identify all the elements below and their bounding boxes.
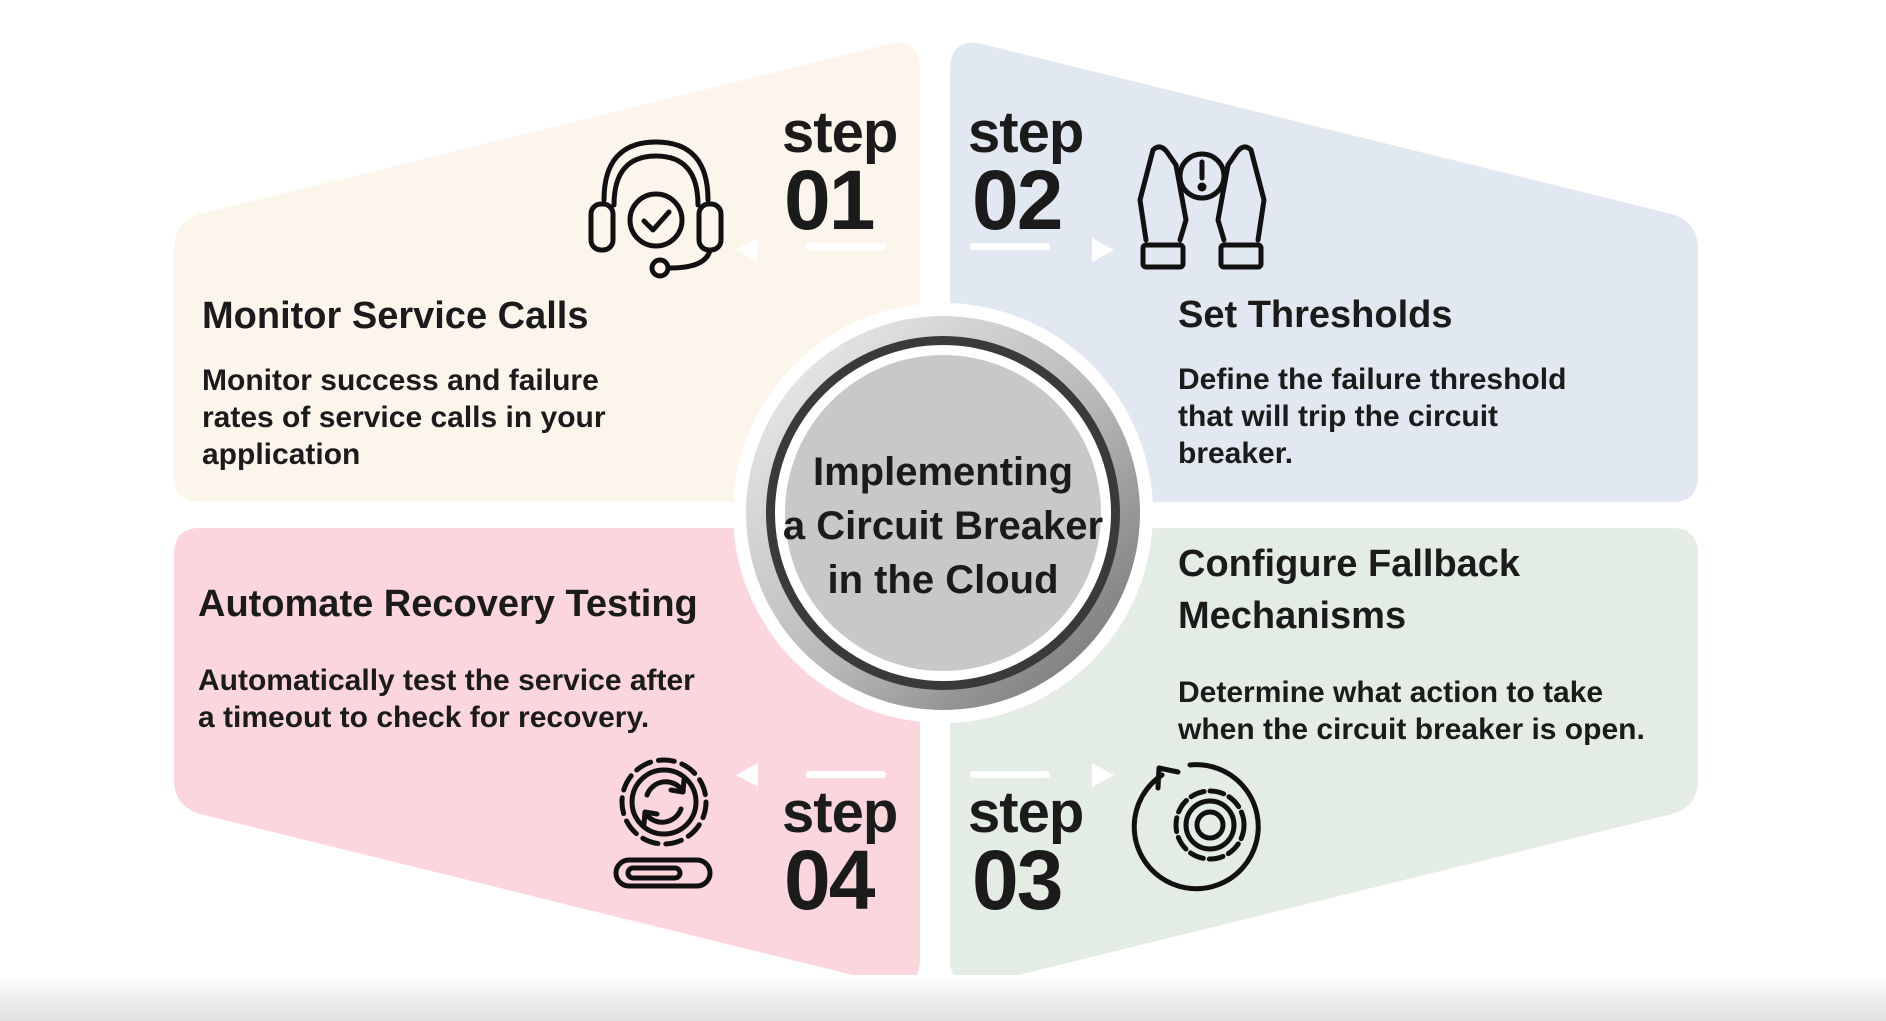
step-04-title: Automate Recovery Testing bbox=[198, 583, 698, 625]
gear-sync-progress-icon bbox=[613, 757, 713, 889]
card-step-01-panel bbox=[174, 42, 920, 503]
card-step-02-panel bbox=[950, 42, 1698, 503]
card-step-04-panel bbox=[174, 528, 920, 986]
hands-alert-icon bbox=[1137, 144, 1267, 270]
step-02-description: Define the failure threshold that will t… bbox=[1178, 361, 1566, 472]
gear-refresh-icon bbox=[1131, 762, 1261, 892]
step-02-description-line: breaker. bbox=[1178, 437, 1294, 470]
step-03-description-line: when the circuit breaker is open. bbox=[1178, 713, 1645, 746]
card-step-03-panel bbox=[950, 528, 1698, 986]
center-title-line: a Circuit Breaker bbox=[782, 504, 1104, 548]
step-01-title: Monitor Service Calls bbox=[202, 295, 589, 337]
step-01-label: step bbox=[782, 100, 898, 165]
step-02-description-line: that will trip the circuit bbox=[1178, 400, 1499, 433]
step-01-arrow-icon bbox=[736, 238, 758, 262]
step-01-description-line: application bbox=[202, 438, 361, 471]
step-04-number: 04 bbox=[784, 833, 875, 927]
step-04-arrow-icon bbox=[736, 763, 758, 787]
headset-check-icon bbox=[588, 139, 724, 279]
center-title: Implementing a Circuit Breaker in the Cl… bbox=[768, 445, 1118, 607]
step-02-title: Set Thresholds bbox=[1178, 294, 1453, 336]
step-01-underline bbox=[806, 243, 886, 250]
step-04-label: step bbox=[782, 780, 898, 845]
step-04-underline bbox=[806, 771, 886, 778]
bottom-shade bbox=[0, 975, 1886, 1021]
step-03-label: step bbox=[968, 780, 1084, 845]
step-01-number: 01 bbox=[784, 153, 875, 247]
center-title-line: Implementing bbox=[812, 450, 1074, 494]
step-02-arrow-icon bbox=[1092, 238, 1114, 262]
step-04-description-line: Automatically test the service after bbox=[198, 664, 695, 697]
step-03-title: Configure Fallback Mechanisms bbox=[1178, 538, 1520, 642]
step-02-label: step bbox=[968, 100, 1084, 165]
step-03-title-line: Configure Fallback bbox=[1178, 543, 1521, 585]
step-01-description-line: rates of service calls in your bbox=[202, 401, 606, 434]
center-disc bbox=[785, 355, 1101, 671]
step-02-underline bbox=[970, 243, 1050, 250]
step-01-description: Monitor success and failure rates of ser… bbox=[202, 362, 606, 473]
step-02-description-line: Define the failure threshold bbox=[1178, 363, 1567, 396]
step-01-description-line: Monitor success and failure bbox=[202, 364, 599, 397]
step-03-description: Determine what action to take when the c… bbox=[1178, 674, 1645, 748]
step-03-title-line: Mechanisms bbox=[1178, 595, 1407, 637]
step-04-description-line: a timeout to check for recovery. bbox=[198, 701, 650, 734]
step-02-number: 02 bbox=[972, 153, 1063, 247]
step-03-description-line: Determine what action to take bbox=[1178, 676, 1604, 709]
center-title-line: in the Cloud bbox=[827, 558, 1059, 602]
step-03-underline bbox=[970, 771, 1050, 778]
step-03-number: 03 bbox=[972, 833, 1063, 927]
step-04-description: Automatically test the service after a t… bbox=[198, 662, 695, 736]
step-03-arrow-icon bbox=[1092, 763, 1114, 787]
